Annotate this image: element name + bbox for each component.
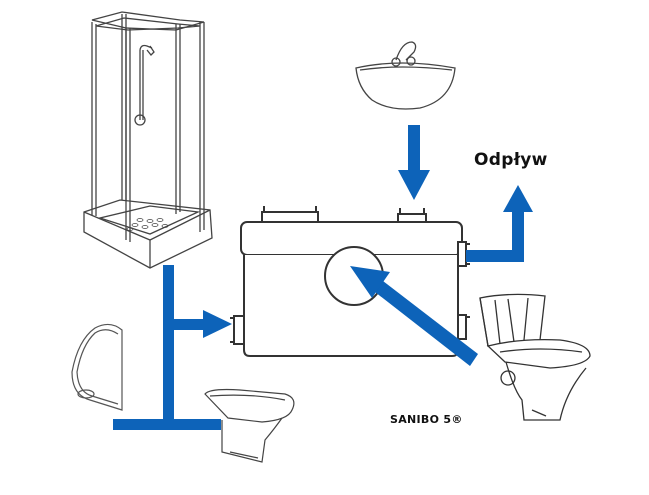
bidet-illustration [204, 388, 295, 463]
flow-arrows [113, 125, 533, 430]
toilet-to-pump-pipe [375, 281, 478, 366]
toilet-illustration [479, 293, 591, 421]
bottom-collector-pipe [113, 419, 221, 430]
shower-drain-pipe [163, 265, 174, 425]
basin-drain-pipe [408, 125, 420, 173]
outlet-vertical-pipe [512, 208, 524, 262]
product-name-label: SANIBO 5® [390, 413, 463, 426]
urinal-illustration [71, 323, 123, 411]
shower-cabin-illustration [83, 11, 213, 269]
outlet-label: Odpływ [474, 150, 548, 170]
outlet-horizontal-pipe [466, 250, 524, 262]
pump-inlet-arrowhead [203, 310, 232, 338]
basin-arrowhead [398, 170, 430, 200]
outlet-arrowhead [503, 185, 533, 212]
pump-unit [230, 206, 470, 357]
toilet-arrowhead [350, 266, 390, 298]
washbasin-illustration [355, 41, 456, 110]
branch-pipe [174, 319, 206, 330]
